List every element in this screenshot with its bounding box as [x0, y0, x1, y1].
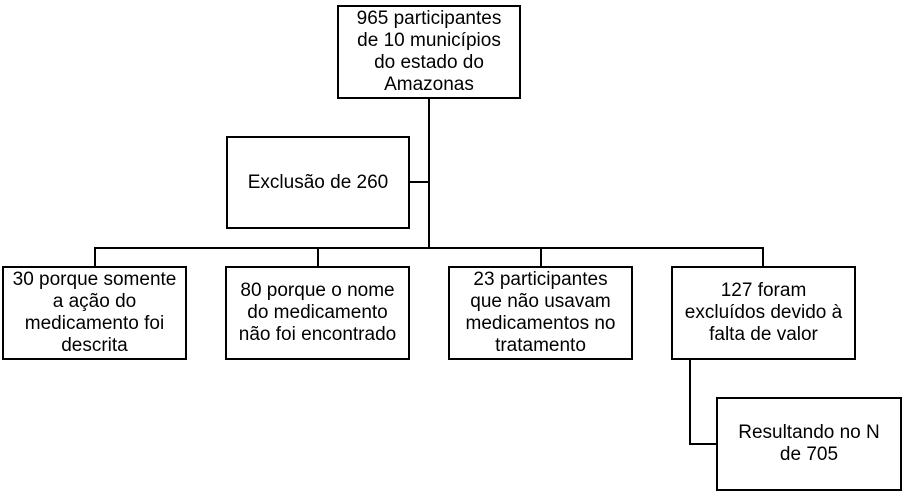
reason-box-name-not-found: 80 porque o nome do medicamento não foi …: [225, 266, 410, 360]
exclusion-box: Exclusão de 260: [226, 136, 410, 229]
result-box: Resultando no N de 705: [716, 397, 902, 491]
reason-box-action-only: 30 porque somente a ação do medicamento …: [2, 266, 187, 360]
reason-box-no-medication: 23 participantes que não usavam medicame…: [448, 266, 633, 360]
participants-box: 965 participantes de 10 municípios do es…: [337, 5, 521, 99]
reason-box-missing-value: 127 foram excluídos devido à falta de va…: [671, 266, 856, 360]
